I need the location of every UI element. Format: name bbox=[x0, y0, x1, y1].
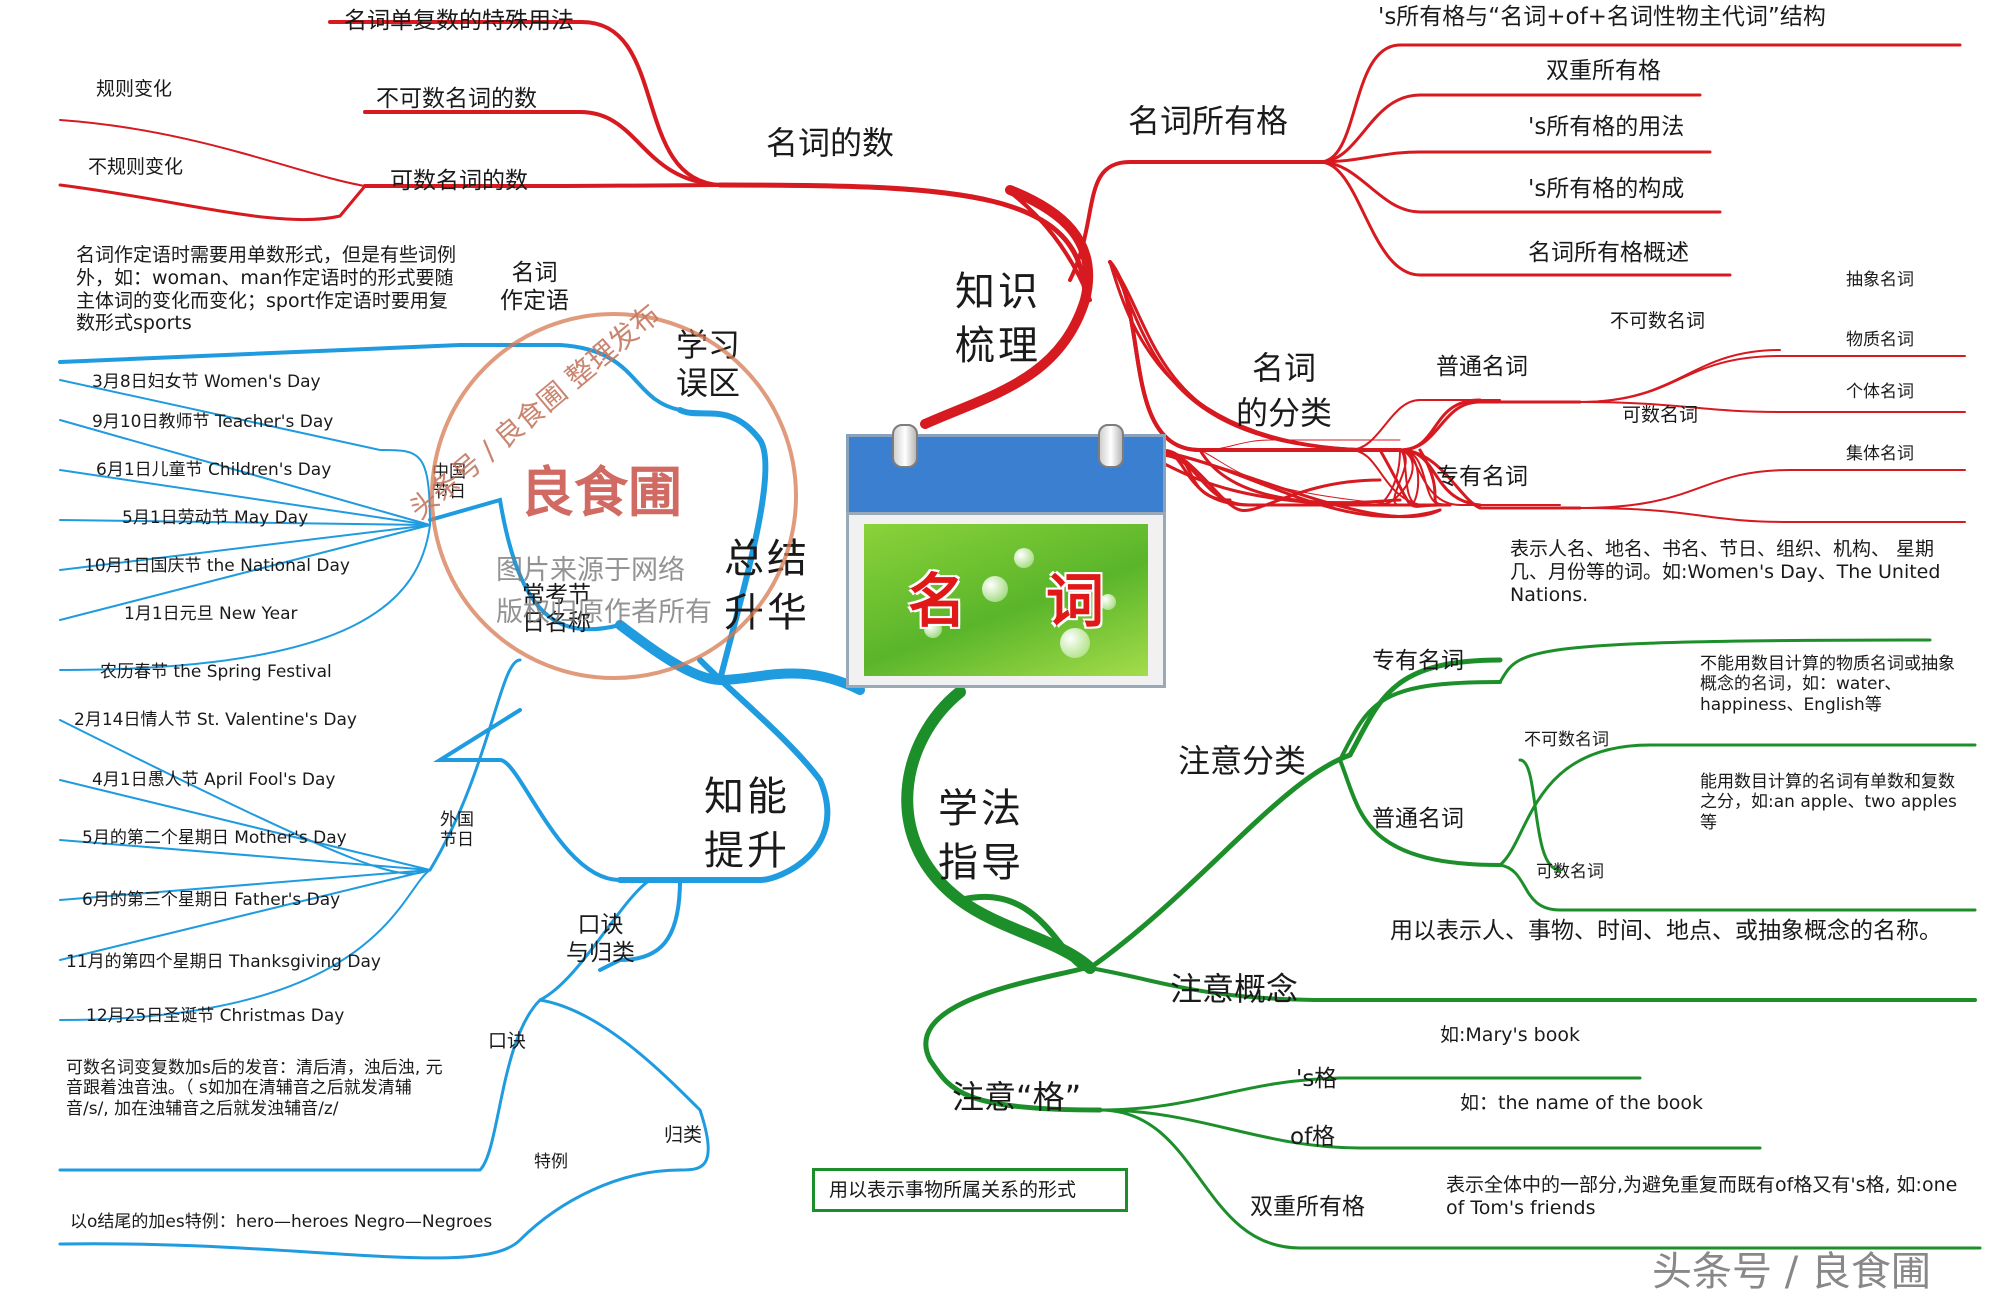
bubble-icon bbox=[982, 576, 1008, 602]
node-teli-desc: 以o结尾的加es特例：hero—heroes Negro—Negroes bbox=[70, 1212, 493, 1232]
watermark-line2: 版权归原作者所有 bbox=[496, 597, 712, 628]
node-of-case[interactable]: of格 bbox=[1290, 1124, 1336, 1150]
node-shu[interactable]: 名词的数 bbox=[766, 124, 895, 162]
calendar-face bbox=[864, 524, 1148, 676]
node-teli[interactable]: 特例 bbox=[534, 1152, 568, 1172]
watermark-line1: 图片来源于网络 bbox=[496, 555, 685, 586]
calendar-ring-icon bbox=[1098, 424, 1124, 468]
node-common[interactable]: 普通名词 bbox=[1436, 354, 1528, 380]
branch-zhineng[interactable]: 知能 提升 bbox=[704, 774, 790, 874]
node-proper[interactable]: 专有名词 bbox=[1436, 464, 1528, 490]
node-possessive[interactable]: 名词所有格 bbox=[1128, 102, 1289, 140]
holiday-cn-3: 5月1日劳动节 May Day bbox=[122, 508, 309, 528]
node-material[interactable]: 物质名词 bbox=[1846, 330, 1914, 350]
node-rule-change[interactable]: 规则变化 bbox=[96, 78, 173, 100]
node-classify[interactable]: 名词 的分类 bbox=[1236, 349, 1333, 432]
node-koujue-desc: 可数名词变复数加s后的发音：清后清，浊后浊, 元音跟着浊音浊。（ s如加在清辅音… bbox=[66, 1058, 443, 1119]
node-g-count-desc: 能用数目计算的名词有单数和复数之分，如:an apple、two apples … bbox=[1700, 772, 1957, 833]
holiday-fr-4: 11月的第四个星期日 Thanksgiving Day bbox=[66, 952, 381, 972]
node-concept-desc: 用以表示人、事物、时间、地点、或抽象概念的名称。 bbox=[1390, 918, 1942, 944]
node-of-case-example: 如：the name of the book bbox=[1460, 1092, 1704, 1114]
holiday-fr-0: 2月14日情人节 St. Valentine's Day bbox=[74, 710, 357, 730]
node-attn-class[interactable]: 注意分类 bbox=[1178, 742, 1307, 780]
holiday-fr-5: 12月25日圣诞节 Christmas Day bbox=[86, 1006, 345, 1026]
callout-box: 用以表示事物所属关系的形式 bbox=[812, 1168, 1128, 1212]
node-poss-overview[interactable]: 名词所有格概述 bbox=[1528, 240, 1689, 266]
holiday-cn-6: 农历春节 the Spring Festival bbox=[100, 662, 332, 682]
node-koujue-group[interactable]: 口诀 与归类 bbox=[566, 912, 635, 966]
node-attributive[interactable]: 名词 作定语 bbox=[500, 260, 569, 314]
watermark-stamp: 头条号 / 良食圃 整理发布 良食圃 图片来源于网络 版权归原作者所有 bbox=[403, 297, 798, 680]
center-label-b: 词 bbox=[1046, 567, 1105, 635]
holiday-cn-0: 3月8日妇女节 Women's Day bbox=[92, 372, 321, 392]
center-calendar[interactable]: 名 词 bbox=[846, 424, 1166, 688]
node-g-proper[interactable]: 专有名词 bbox=[1372, 648, 1464, 674]
holiday-cn-2: 6月1日儿童节 Children's Day bbox=[96, 460, 332, 480]
node-g-common[interactable]: 普通名词 bbox=[1372, 806, 1464, 832]
center-label-a: 名 bbox=[908, 567, 967, 635]
node-irregular-change[interactable]: 不规则变化 bbox=[88, 156, 184, 178]
node-g-uncount[interactable]: 不可数名词 bbox=[1524, 730, 1609, 750]
holiday-fr-2: 5月的第二个星期日 Mother's Day bbox=[82, 828, 347, 848]
bubble-icon bbox=[1014, 548, 1034, 568]
node-uncount[interactable]: 不可数名词 bbox=[1610, 310, 1706, 332]
node-shu-count[interactable]: 可数名词的数 bbox=[390, 168, 528, 194]
branch-xuefa[interactable]: 学法 指导 bbox=[938, 786, 1024, 886]
node-poss-form[interactable]: 's所有格的构成 bbox=[1528, 176, 1685, 202]
node-foreign-holidays[interactable]: 外国 节日 bbox=[440, 810, 474, 851]
holiday-fr-1: 4月1日愚人节 April Fool's Day bbox=[92, 770, 336, 790]
node-double-case[interactable]: 双重所有格 bbox=[1250, 1194, 1365, 1220]
node-abstract[interactable]: 抽象名词 bbox=[1846, 270, 1914, 290]
node-attributive-desc: 名词作定语时需要用单数形式，但是有些词例外，如：woman、man作定语时的形式… bbox=[76, 244, 457, 335]
node-attn-concept[interactable]: 注意概念 bbox=[1170, 970, 1299, 1008]
node-s-case-example: 如:Mary's book bbox=[1440, 1024, 1580, 1046]
node-s-case[interactable]: 's格 bbox=[1296, 1066, 1338, 1092]
node-attn-case[interactable]: 注意“格” bbox=[952, 1078, 1082, 1116]
node-shu-uncount[interactable]: 不可数名词的数 bbox=[376, 86, 537, 112]
node-koujue[interactable]: 口诀 bbox=[488, 1030, 527, 1052]
callout-text: 用以表示事物所属关系的形式 bbox=[829, 1179, 1077, 1201]
bubble-icon bbox=[1060, 628, 1090, 658]
node-g-count[interactable]: 可数名词 bbox=[1536, 862, 1604, 882]
node-double-desc: 表示全体中的一部分,为避免重复而既有of格又有's格, 如:one of Tom… bbox=[1446, 1174, 1958, 1219]
node-poss-of[interactable]: 's所有格与“名词+of+名词性物主代词”结构 bbox=[1378, 4, 1826, 30]
holiday-cn-5: 1月1日元旦 New Year bbox=[124, 604, 298, 624]
node-poss-double[interactable]: 双重所有格 bbox=[1546, 58, 1661, 84]
node-individual[interactable]: 个体名词 bbox=[1846, 382, 1914, 402]
node-poss-usage[interactable]: 's所有格的用法 bbox=[1528, 114, 1685, 140]
node-count[interactable]: 可数名词 bbox=[1622, 404, 1699, 426]
bubble-icon bbox=[924, 620, 942, 638]
holiday-fr-3: 6月的第三个星期日 Father's Day bbox=[82, 890, 341, 910]
node-g-uncount-desc: 不能用数目计算的物质名词或抽象概念的名词，如：water、happiness、E… bbox=[1700, 654, 1955, 715]
holiday-cn-1: 9月10日教师节 Teacher's Day bbox=[92, 412, 334, 432]
branch-zhishi[interactable]: 知识 梳理 bbox=[955, 269, 1041, 369]
node-shu-special[interactable]: 名词单复数的特殊用法 bbox=[344, 8, 574, 34]
calendar-ring-icon bbox=[892, 424, 918, 468]
watermark-core: 良食圃 bbox=[520, 461, 682, 524]
footer-watermark: 头条号 / 良食圃 bbox=[1652, 1249, 1931, 1295]
bubble-icon bbox=[1100, 594, 1116, 610]
node-guilei[interactable]: 归类 bbox=[664, 1124, 703, 1146]
node-collective[interactable]: 集体名词 bbox=[1846, 444, 1914, 464]
holiday-cn-4: 10月1日国庆节 the National Day bbox=[84, 556, 350, 576]
node-g-proper-desc: 表示人名、地名、书名、节日、组织、机构、 星期几、月份等的词。如:Women's… bbox=[1510, 538, 1941, 606]
